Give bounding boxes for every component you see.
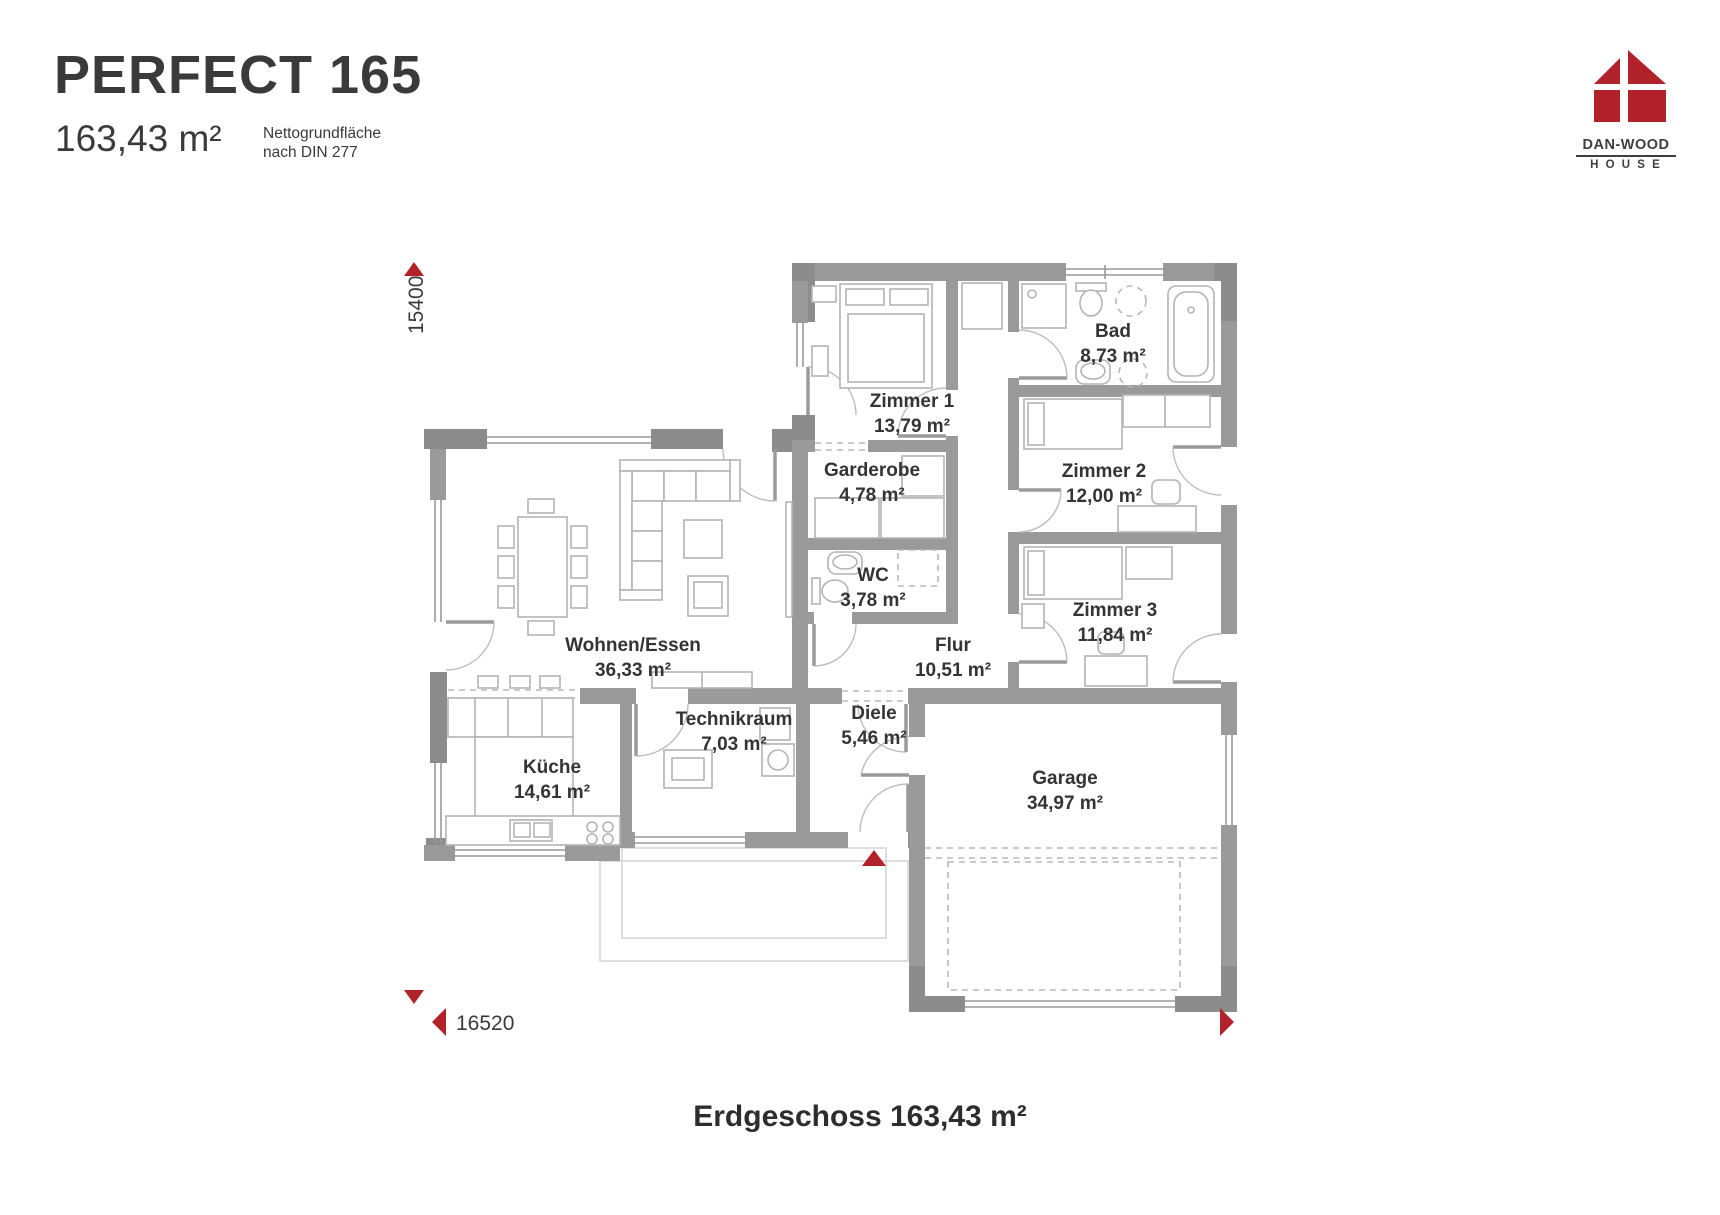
label-garderobe-area: 4,78 m² <box>839 485 904 506</box>
window-kueche-bottom <box>455 849 565 857</box>
label-flur: Flur <box>935 635 971 656</box>
label-zimmer2-area: 12,00 m² <box>1066 486 1142 507</box>
door-wohnen-left-terrace <box>445 620 495 671</box>
label-kueche-area: 14,61 m² <box>514 782 590 803</box>
label-bad: Bad <box>1095 321 1131 342</box>
furniture-zimmer1 <box>811 283 933 389</box>
label-zimmer1: Zimmer 1 <box>870 391 955 412</box>
window-technikraum-bottom <box>635 836 745 844</box>
door-wc <box>812 623 857 667</box>
furniture-zimmer2 <box>1023 394 1211 533</box>
door-flur-diele <box>857 703 908 753</box>
dimension-markers: 15400 16520 <box>404 262 1234 1036</box>
room-labels: Zimmer 1 13,79 m² Bad 8,73 m² Garderobe … <box>514 321 1157 814</box>
windows <box>434 265 1233 1008</box>
furniture-zimmer3 <box>1021 546 1173 687</box>
label-zimmer3-area: 11,84 m² <box>1078 625 1153 646</box>
door-zimmer2-terrace <box>1172 445 1222 496</box>
window-wohnen-left <box>434 500 442 622</box>
window-garage-right <box>1225 735 1233 825</box>
furniture-technikraum <box>663 707 795 789</box>
label-garage-area: 34,97 m² <box>1027 793 1103 814</box>
dim-arrow-left-icon <box>432 1008 446 1036</box>
label-technikraum: Technikraum <box>676 709 793 730</box>
furniture-wc <box>811 551 863 605</box>
danwood-logo: DAN-WOOD H O U S E <box>1576 46 1676 171</box>
label-diele-area: 5,46 m² <box>841 728 906 749</box>
window-zimmer1-left <box>796 323 804 367</box>
dashed-markings <box>448 285 1221 991</box>
walls <box>424 263 1237 1012</box>
dim-vertical: 15400 <box>405 276 428 334</box>
flur-cabinet <box>961 282 1003 330</box>
label-bad-area: 8,73 m² <box>1080 346 1145 367</box>
label-zimmer1-area: 13,79 m² <box>874 416 950 437</box>
window-wohnen-top <box>487 436 651 444</box>
label-zimmer2: Zimmer 2 <box>1062 461 1146 482</box>
page-title: PERFECT 165 <box>54 45 423 105</box>
door-zimmer1 <box>897 387 947 438</box>
label-wohnen-area: 36,33 m² <box>595 660 671 681</box>
label-garderobe: Garderobe <box>824 460 920 481</box>
terrace <box>599 847 909 962</box>
furniture-wohnen <box>477 459 793 689</box>
label-wc-area: 3,78 m² <box>840 590 905 611</box>
logo-brand: DAN-WOOD <box>1576 137 1676 157</box>
label-garage: Garage <box>1032 768 1097 789</box>
door-garage-diele <box>860 736 910 777</box>
floor-caption: Erdgeschoss 163,43 m² <box>693 1100 1027 1133</box>
label-zimmer3: Zimmer 3 <box>1073 600 1157 621</box>
door-zimmer2 <box>1018 488 1062 533</box>
dim-arrow-down-icon <box>404 990 424 1004</box>
door-technikraum <box>634 703 689 757</box>
furniture-kueche <box>445 697 621 846</box>
doors <box>445 329 1222 833</box>
dim-arrow-right-icon <box>1220 1008 1234 1036</box>
total-area: 163,43 m² <box>55 118 222 159</box>
label-technikraum-area: 7,03 m² <box>701 734 766 755</box>
garage-door-bottom <box>965 1000 1175 1008</box>
furniture-bad <box>1021 282 1215 385</box>
dim-horizontal: 16520 <box>456 1012 514 1035</box>
window-kueche-left <box>434 763 442 843</box>
label-flur-area: 10,51 m² <box>915 660 991 681</box>
logo-sub: H O U S E <box>1590 159 1662 171</box>
label-wc: WC <box>857 565 889 586</box>
area-note-line1: Nettogrundfläche <box>263 125 382 142</box>
window-bad-top <box>1066 265 1163 279</box>
label-wohnen: Wohnen/Essen <box>565 635 701 656</box>
label-diele: Diele <box>851 703 896 724</box>
furniture <box>445 282 1215 846</box>
dim-arrow-up-icon <box>404 262 424 276</box>
danwood-house-icon <box>1594 50 1666 122</box>
area-note: Nettogrundfläche nach DIN 277 <box>263 124 381 162</box>
door-zimmer3-terrace <box>1172 633 1222 684</box>
area-note-line2: nach DIN 277 <box>263 144 358 161</box>
door-bad <box>1018 329 1068 380</box>
furniture-garderobe <box>814 455 945 539</box>
entrance-arrow-icon <box>862 850 886 866</box>
door-entrance <box>859 783 910 833</box>
label-kueche: Küche <box>523 757 581 778</box>
